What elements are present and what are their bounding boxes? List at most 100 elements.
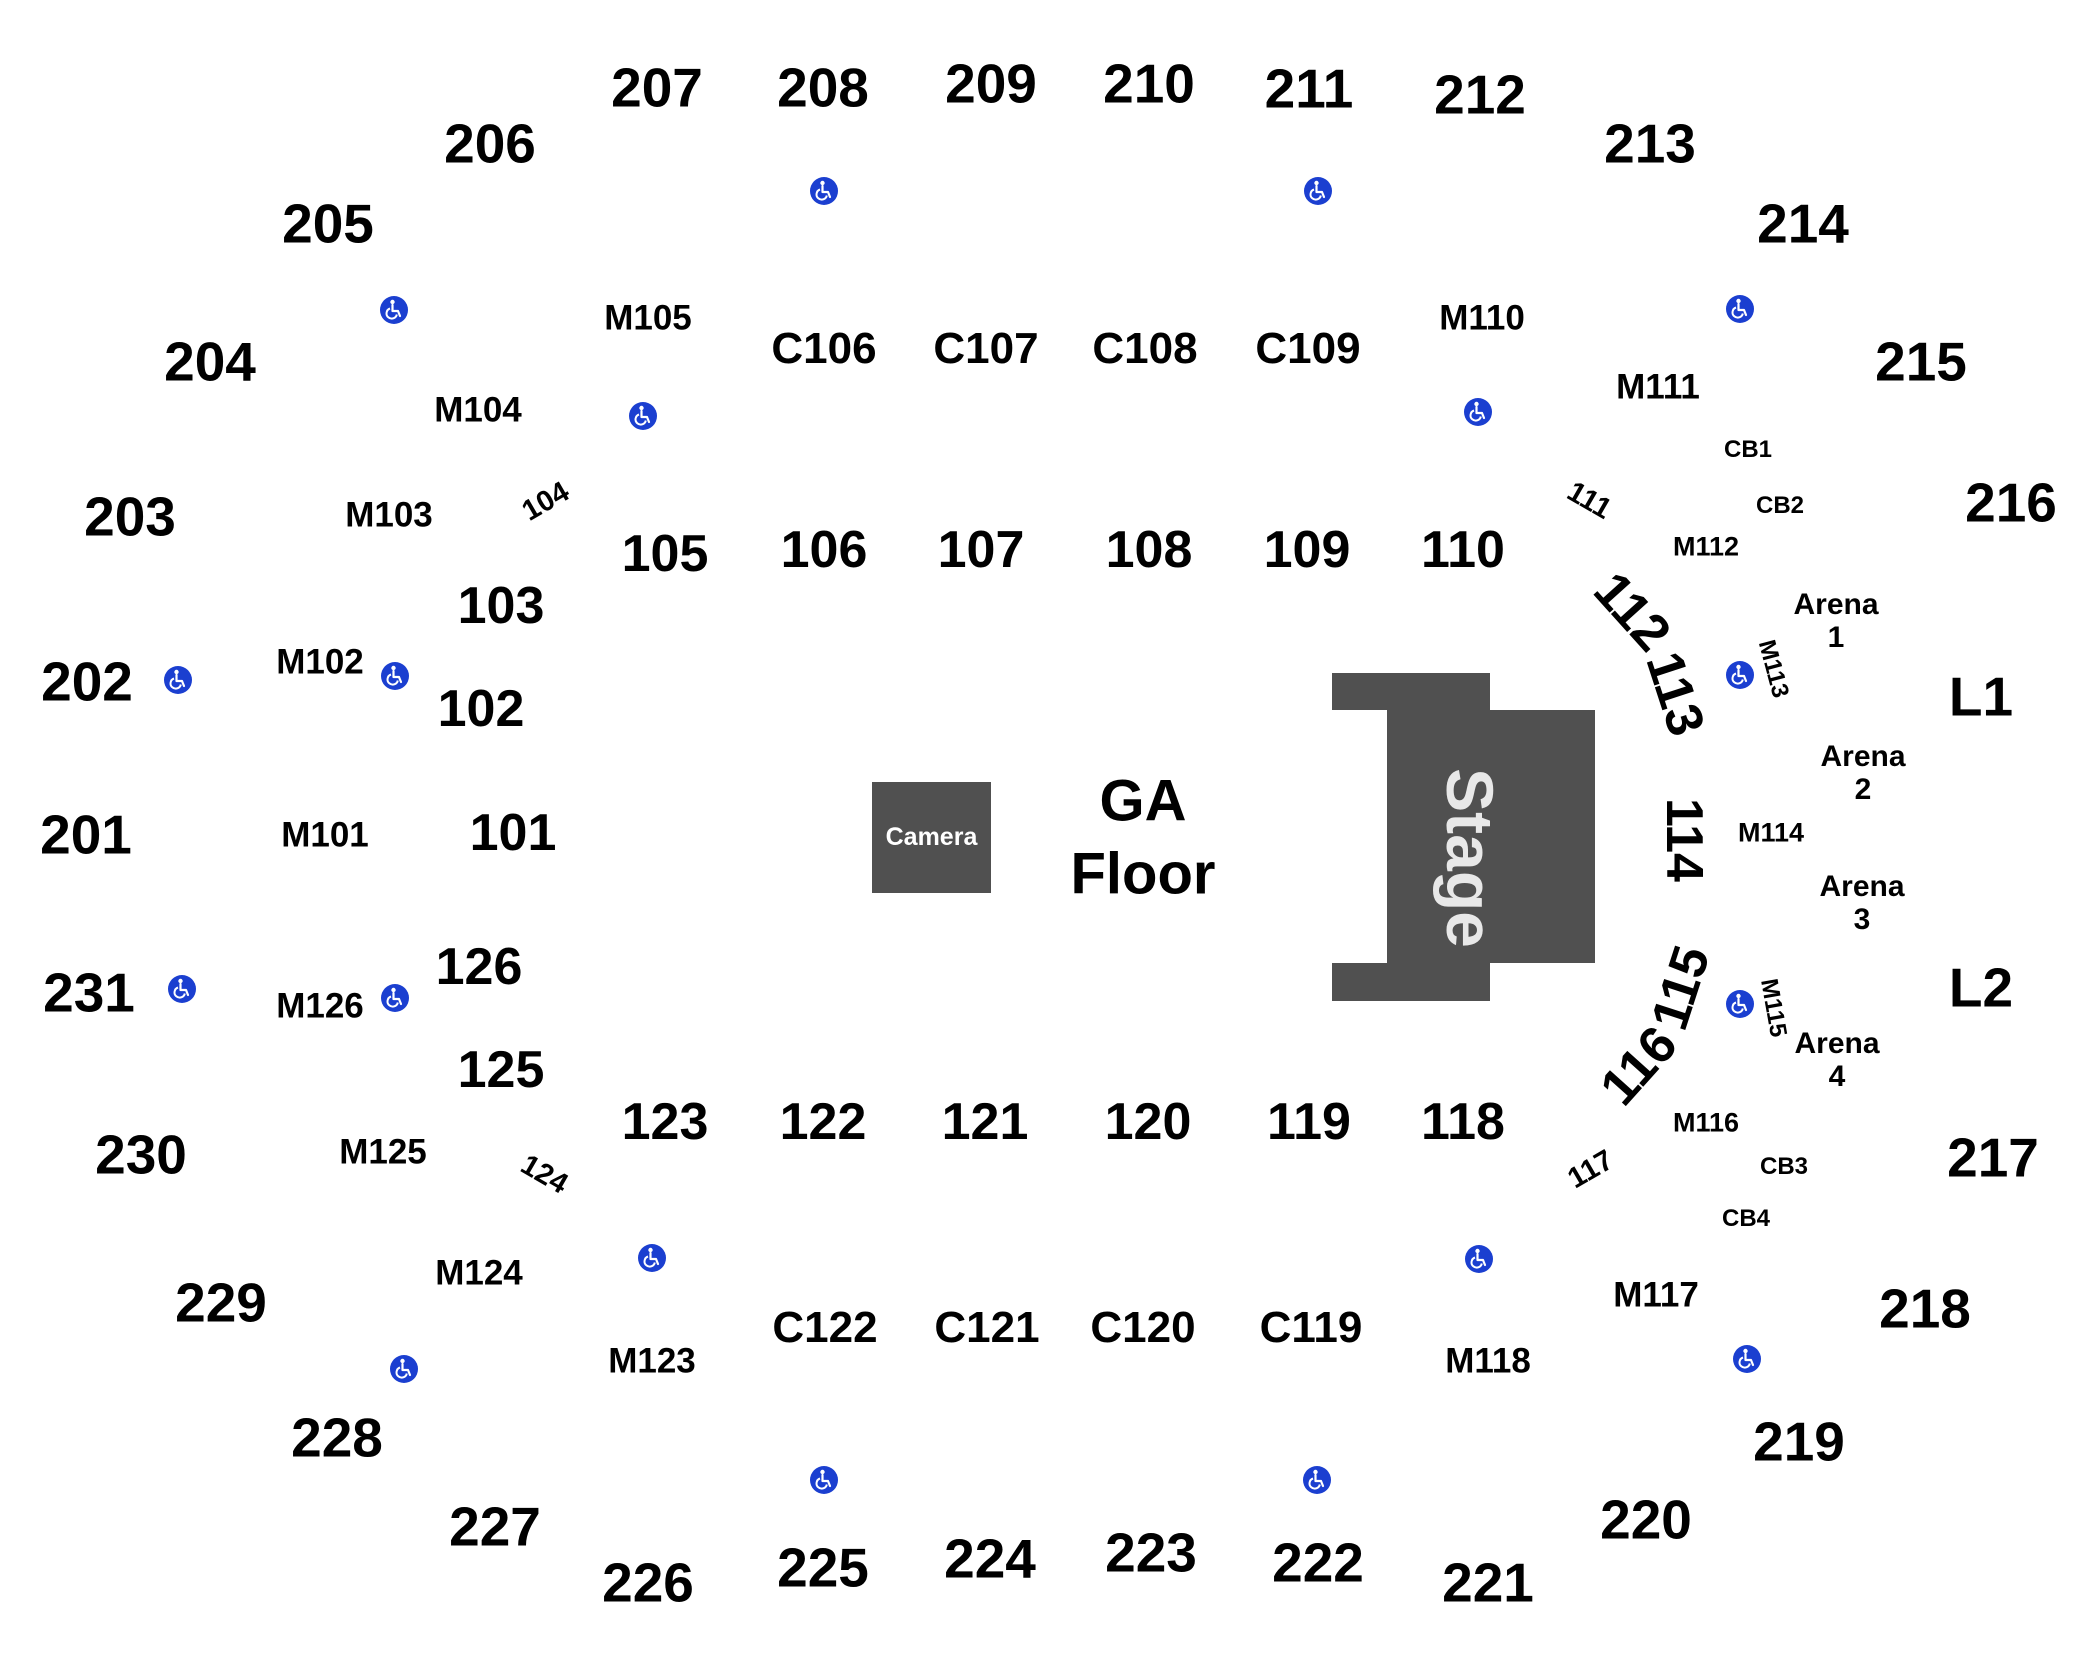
section-C107[interactable]: C107 — [933, 324, 1039, 373]
section-C108[interactable]: C108 — [1092, 324, 1198, 373]
section-M117[interactable]: M117 — [1613, 1275, 1699, 1315]
section-CB1[interactable]: CB1 — [1723, 436, 1773, 463]
ga-floor-label-line2: Floor — [1070, 841, 1216, 906]
wheelchair-icon — [638, 1244, 666, 1272]
wheelchair-icon — [164, 666, 192, 694]
section-208[interactable]: 208 — [777, 56, 869, 119]
wheelchair-icon — [1465, 1245, 1493, 1273]
section-M118[interactable]: M118 — [1445, 1341, 1531, 1381]
section-203[interactable]: 203 — [84, 485, 176, 548]
section-106[interactable]: 106 — [780, 521, 868, 579]
section-207[interactable]: 207 — [611, 56, 703, 119]
wheelchair-icon — [1733, 1345, 1761, 1373]
section-228[interactable]: 228 — [291, 1406, 383, 1469]
section-229[interactable]: 229 — [175, 1271, 267, 1334]
camera-label: Camera — [885, 823, 978, 851]
section-CB4[interactable]: CB4 — [1721, 1205, 1771, 1232]
section-C109[interactable]: C109 — [1255, 324, 1361, 373]
section-206[interactable]: 206 — [444, 112, 536, 175]
section-110[interactable]: 110 — [1421, 521, 1505, 579]
section-230[interactable]: 230 — [95, 1123, 187, 1186]
section-C120[interactable]: C120 — [1090, 1303, 1196, 1352]
section-L1[interactable]: L1 — [1948, 665, 2014, 728]
section-122[interactable]: 122 — [779, 1093, 867, 1151]
section-202[interactable]: 202 — [41, 650, 133, 713]
section-226[interactable]: 226 — [602, 1551, 694, 1614]
section-223[interactable]: 223 — [1105, 1521, 1197, 1584]
section-M114[interactable]: M114 — [1737, 817, 1805, 848]
section-220[interactable]: 220 — [1600, 1488, 1692, 1551]
section-107[interactable]: 107 — [937, 521, 1025, 579]
section-M105[interactable]: M105 — [604, 298, 692, 338]
section-205[interactable]: 205 — [282, 192, 374, 255]
wheelchair-icon — [381, 662, 409, 690]
wheelchair-icon — [629, 402, 657, 430]
section-101[interactable]: 101 — [469, 804, 557, 862]
section-M123[interactable]: M123 — [608, 1341, 696, 1381]
section-CB3[interactable]: CB3 — [1759, 1153, 1809, 1180]
section-217[interactable]: 217 — [1947, 1126, 2039, 1189]
section-119[interactable]: 119 — [1267, 1093, 1351, 1151]
section-C121[interactable]: C121 — [934, 1303, 1040, 1352]
ga-floor-section[interactable]: GA Floor — [1071, 766, 1216, 911]
section-M101[interactable]: M101 — [281, 815, 369, 855]
wheelchair-icon — [380, 296, 408, 324]
section-arena-4[interactable]: Arena 4 — [1794, 1027, 1880, 1093]
section-224[interactable]: 224 — [944, 1527, 1036, 1590]
section-222[interactable]: 222 — [1272, 1531, 1364, 1594]
section-arena-2[interactable]: Arena 2 — [1820, 740, 1906, 806]
section-215[interactable]: 215 — [1875, 330, 1967, 393]
section-204[interactable]: 204 — [164, 330, 256, 393]
section-105[interactable]: 105 — [621, 525, 709, 583]
section-M124[interactable]: M124 — [435, 1253, 523, 1293]
section-C122[interactable]: C122 — [772, 1303, 878, 1352]
section-219[interactable]: 219 — [1753, 1410, 1845, 1473]
section-114[interactable]: 114 — [1655, 798, 1713, 882]
section-121[interactable]: 121 — [941, 1093, 1029, 1151]
section-L2[interactable]: L2 — [1948, 956, 2014, 1019]
section-M116[interactable]: M116 — [1672, 1107, 1740, 1138]
section-M103[interactable]: M103 — [345, 495, 433, 535]
section-210[interactable]: 210 — [1103, 52, 1195, 115]
section-213[interactable]: 213 — [1604, 112, 1696, 175]
section-M125[interactable]: M125 — [339, 1132, 427, 1172]
wheelchair-icon — [810, 177, 838, 205]
section-102[interactable]: 102 — [437, 680, 525, 738]
section-218[interactable]: 218 — [1879, 1277, 1971, 1340]
section-126[interactable]: 126 — [435, 938, 523, 996]
section-125[interactable]: 125 — [457, 1041, 545, 1099]
wheelchair-icon — [390, 1355, 418, 1383]
section-C106[interactable]: C106 — [771, 324, 877, 373]
section-108[interactable]: 108 — [1105, 521, 1193, 579]
section-225[interactable]: 225 — [777, 1536, 869, 1599]
section-211[interactable]: 211 — [1264, 57, 1354, 120]
section-M110[interactable]: M110 — [1439, 298, 1525, 338]
section-103[interactable]: 103 — [457, 577, 545, 635]
section-CB2[interactable]: CB2 — [1755, 492, 1805, 519]
wheelchair-icon — [1726, 990, 1754, 1018]
section-M112[interactable]: M112 — [1672, 531, 1740, 562]
section-214[interactable]: 214 — [1757, 192, 1849, 255]
section-221[interactable]: 221 — [1442, 1551, 1534, 1614]
section-M102[interactable]: M102 — [276, 642, 364, 682]
section-123[interactable]: 123 — [621, 1093, 709, 1151]
section-M126[interactable]: M126 — [276, 986, 364, 1026]
section-arena-1[interactable]: Arena 1 — [1793, 588, 1879, 654]
section-212[interactable]: 212 — [1434, 63, 1526, 126]
section-C119[interactable]: C119 — [1259, 1303, 1363, 1352]
section-216[interactable]: 216 — [1965, 471, 2057, 534]
section-arena-3[interactable]: Arena 3 — [1819, 870, 1905, 936]
section-209[interactable]: 209 — [945, 52, 1037, 115]
section-231[interactable]: 231 — [43, 961, 135, 1024]
section-109[interactable]: 109 — [1263, 521, 1351, 579]
section-M111[interactable]: M111 — [1616, 367, 1700, 407]
section-201[interactable]: 201 — [40, 803, 132, 866]
section-118[interactable]: 118 — [1421, 1093, 1505, 1151]
wheelchair-icon — [1304, 177, 1332, 205]
section-M104[interactable]: M104 — [434, 390, 522, 430]
ga-floor-label-line1: GA — [1099, 768, 1187, 834]
section-120[interactable]: 120 — [1104, 1093, 1192, 1151]
section-227[interactable]: 227 — [449, 1495, 541, 1558]
